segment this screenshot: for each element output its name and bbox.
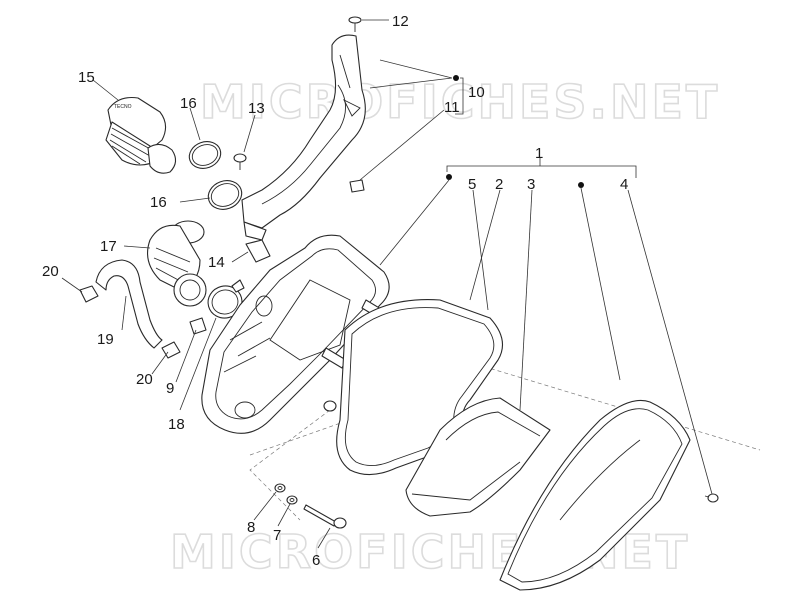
callout-16-lower: 16 [150,194,167,211]
washer-8 [274,483,286,493]
callout-6: 6 [312,552,320,569]
air-box-cover-4 [499,399,691,591]
clip-11 [349,179,365,193]
screw-12 [348,16,362,32]
callout-2: 2 [495,176,503,193]
group-10-bracket [453,75,464,115]
callout-7: 7 [273,527,281,544]
callout-17: 17 [100,238,117,255]
callout-18: 18 [168,416,185,433]
hose-clamp-16-lower [207,180,243,210]
inlet-tube-10 [241,34,366,241]
callout-16-upper: 16 [180,95,197,112]
callout-1: 1 [535,145,543,162]
callout-11: 11 [444,99,460,116]
hose-clamp-18 [207,279,245,319]
screw-3 [704,493,719,503]
callout-13: 13 [248,100,265,117]
callout-10: 10 [468,84,485,101]
callout-4: 4 [620,176,628,193]
duct-label: TECNO [114,104,132,110]
bolt-6 [303,504,347,529]
callout-9: 9 [166,380,174,397]
group-1-bracket [446,158,637,188]
callout-14: 14 [208,254,225,271]
callout-19: 19 [97,331,114,348]
screw-13 [233,153,247,170]
carb-connector-17 [147,220,207,307]
breather-hose-19 [95,259,163,349]
callout-12: 12 [392,13,409,30]
hose-clamp-16-upper [188,141,222,169]
callout-8: 8 [247,519,255,536]
clip-9 [189,317,207,335]
callout-labels: 12 15 10 11 16 13 1 5 2 3 4 16 17 14 20 … [42,13,628,569]
callout-3: 3 [527,176,535,193]
washer-7 [286,495,298,505]
intake-duct-15: TECNO [105,96,177,174]
leader-lines [61,19,713,549]
watermark-top: MICROFICHES.NET [200,75,720,129]
callout-20-upper: 20 [42,263,59,280]
callout-15: 15 [78,69,95,86]
hose-clip-20-upper [79,285,99,303]
filter-element-2 [405,397,551,517]
callout-20-lower: 20 [136,371,153,388]
hose-clip-20-lower [161,341,181,359]
callout-5: 5 [468,176,476,193]
